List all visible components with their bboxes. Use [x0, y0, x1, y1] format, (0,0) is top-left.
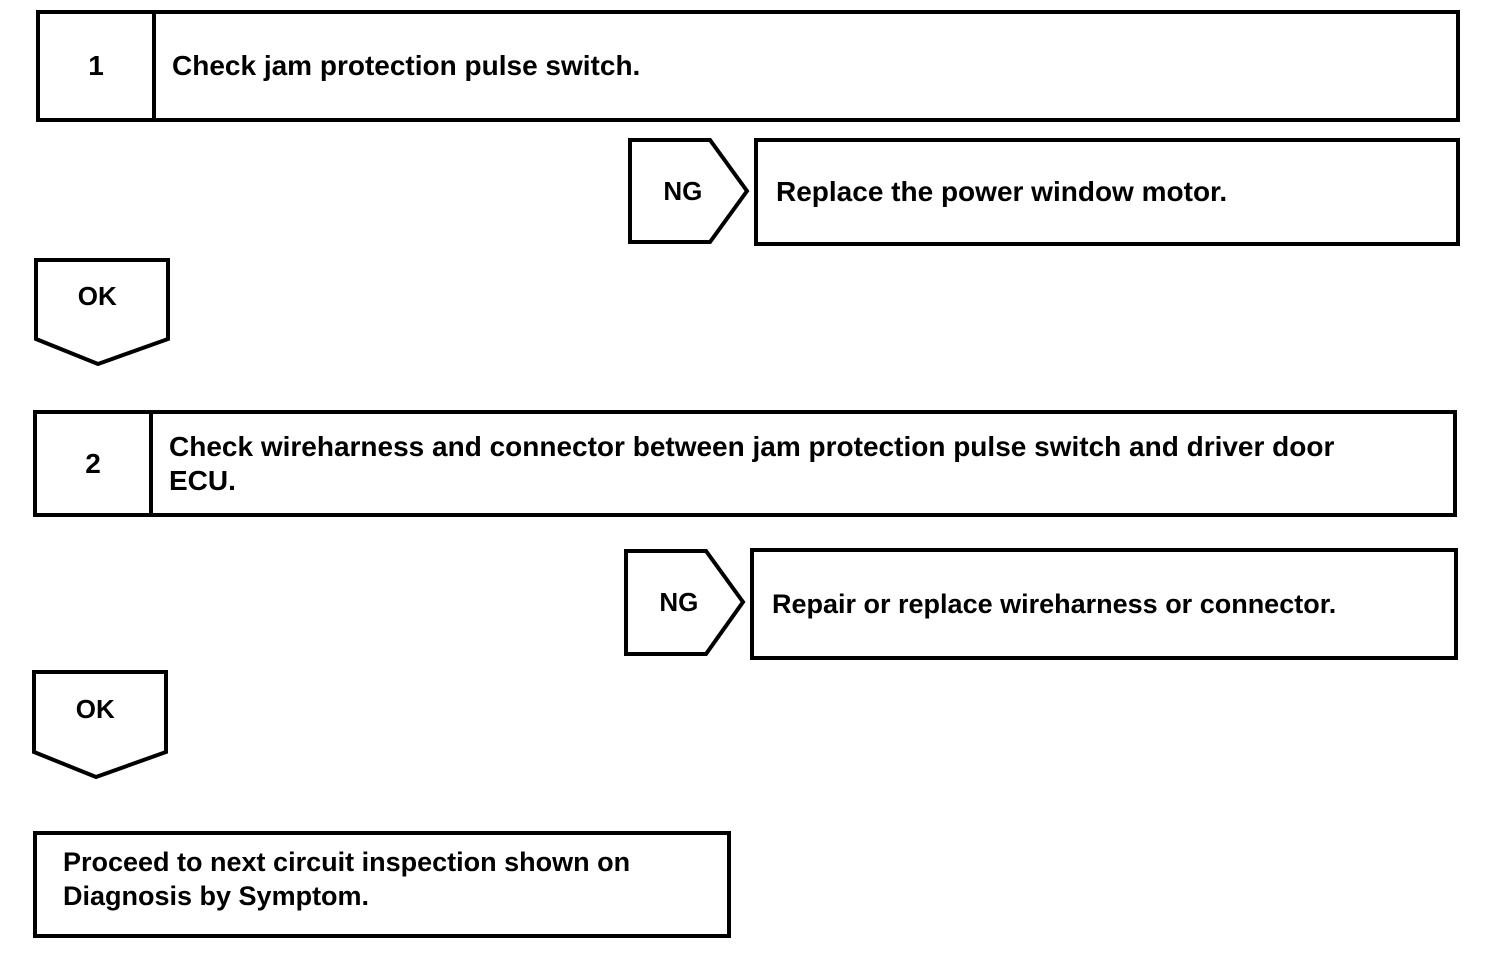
- step-2-number: 2: [37, 414, 153, 513]
- final-action-text: Proceed to next circuit inspection shown…: [63, 847, 631, 911]
- ng-pentagon-icon: [628, 138, 750, 244]
- ok-label-1: OK: [77, 281, 117, 312]
- step-2-instruction: Check wireharness and connector between …: [169, 430, 1335, 496]
- ng-pentagon-icon: [624, 549, 746, 656]
- ok-connector-1: OK: [34, 258, 170, 366]
- ng-action-2-text: Repair or replace wireharness or connect…: [772, 589, 1337, 619]
- step-1-instruction: Check jam protection pulse switch.: [172, 50, 641, 81]
- ng-label-2: NG: [659, 587, 699, 617]
- ng-action-1-text: Replace the power window motor.: [776, 176, 1228, 207]
- ok-label-2: OK: [75, 693, 115, 724]
- ng-connector-1: NG: [628, 138, 750, 244]
- final-action-box: Proceed to next circuit inspection shown…: [33, 831, 731, 938]
- ng-action-1-box: Replace the power window motor.: [754, 138, 1460, 246]
- ng-action-2-box: Repair or replace wireharness or connect…: [750, 548, 1458, 660]
- ok-connector-2: OK: [32, 670, 168, 779]
- step-1-box: 1 Check jam protection pulse switch.: [36, 10, 1460, 122]
- step-1-number: 1: [40, 14, 156, 118]
- ng-connector-2: NG: [624, 549, 746, 656]
- ok-pentagon-icon: [34, 258, 170, 366]
- step-2-box: 2 Check wireharness and connector betwee…: [33, 410, 1457, 517]
- ok-pentagon-icon: [32, 670, 168, 779]
- ng-label-1: NG: [663, 175, 703, 206]
